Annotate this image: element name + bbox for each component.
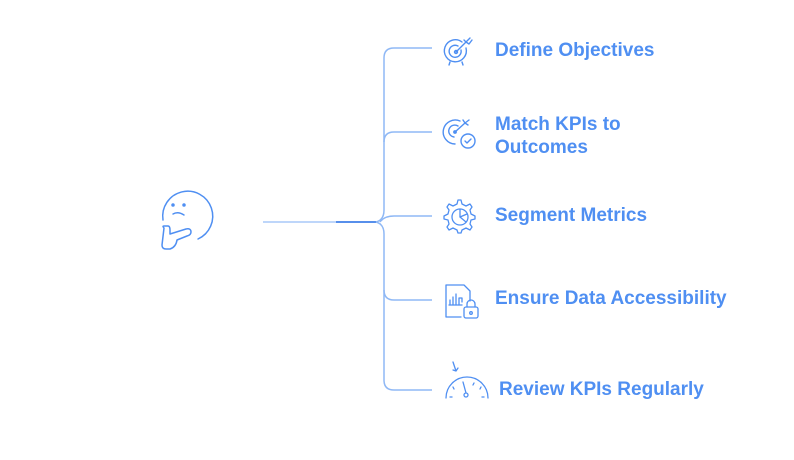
branch-label-match-kpis-line1: Match KPIs to bbox=[495, 114, 621, 135]
branch-connector-4 bbox=[383, 289, 432, 301]
gauge-icon bbox=[445, 361, 489, 399]
branch-label-segment-metrics: Segment Metrics bbox=[495, 205, 648, 226]
branch-label-review-kpis-regularly: Review KPIs Regularly bbox=[499, 379, 704, 400]
branch-label-ensure-data-accessibility: Ensure Data Accessibility bbox=[495, 288, 727, 309]
branch-trunk-upper bbox=[375, 47, 432, 223]
branch-trunk-lower bbox=[375, 221, 432, 391]
target-arrow-icon bbox=[443, 37, 473, 66]
target-check-icon bbox=[442, 119, 476, 149]
branch-connector-2 bbox=[383, 131, 432, 143]
branch-label-match-kpis-line2: Outcomes bbox=[495, 137, 588, 158]
document-chart-lock-icon bbox=[445, 284, 479, 319]
branch-label-define-objectives: Define Objectives bbox=[495, 40, 655, 61]
branch-connector-3 bbox=[379, 215, 432, 223]
gear-pie-chart-icon bbox=[443, 199, 476, 234]
thinking-face-icon bbox=[161, 190, 214, 250]
